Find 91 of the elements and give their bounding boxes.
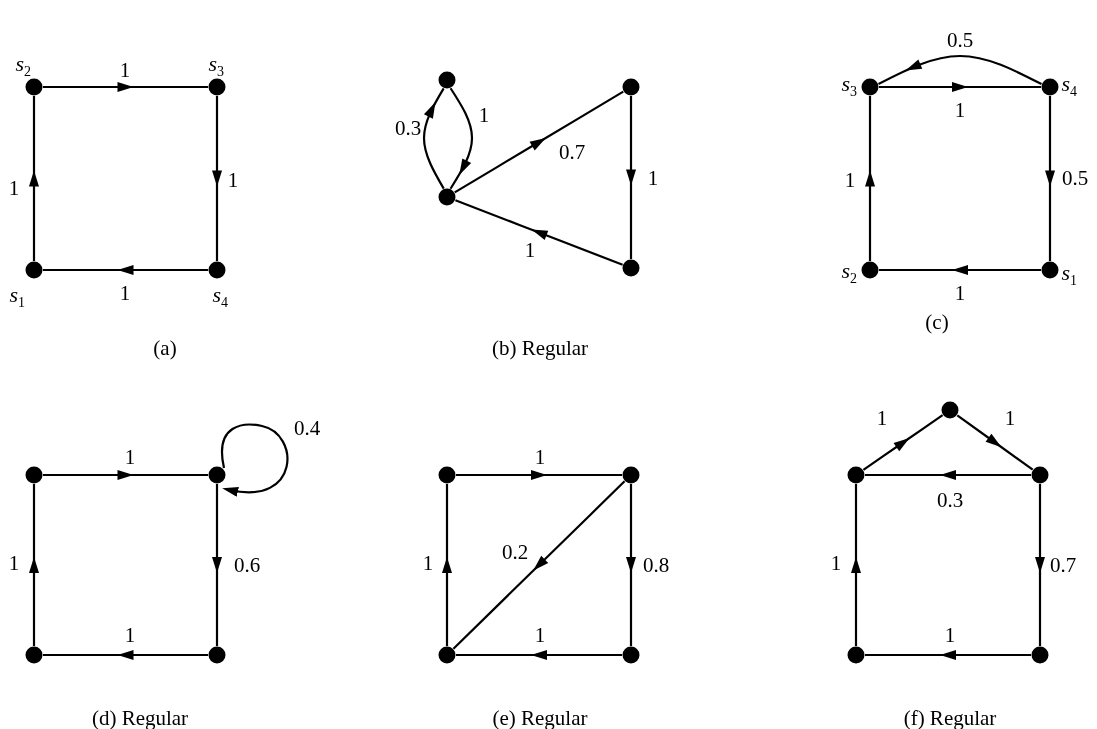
state-dot bbox=[847, 466, 865, 484]
arrow bbox=[626, 96, 636, 259]
state-dot bbox=[438, 188, 456, 206]
state-dot bbox=[25, 646, 43, 664]
arrow bbox=[442, 484, 452, 646]
panel-caption: (b) Regular bbox=[491, 337, 589, 359]
edge-label: 0.3 bbox=[394, 117, 422, 139]
edge-label: 1 bbox=[1004, 407, 1016, 429]
arrow bbox=[956, 414, 1034, 471]
state-label: s$_{1}$ bbox=[9, 283, 26, 310]
edge-label: 1 bbox=[8, 552, 20, 574]
state-dot bbox=[941, 401, 959, 419]
arrow bbox=[449, 87, 474, 190]
edge-label: 0.6 bbox=[233, 554, 261, 576]
edge-label: 0.5 bbox=[946, 29, 974, 51]
arrow bbox=[878, 54, 1042, 86]
edge-label: 0.4 bbox=[293, 417, 321, 439]
arrow bbox=[43, 470, 208, 480]
edge-label: 0.7 bbox=[1049, 554, 1077, 576]
arrow bbox=[879, 82, 1041, 92]
edge-label: 0.3 bbox=[936, 489, 964, 511]
state-dot bbox=[438, 466, 456, 484]
arrow bbox=[1045, 96, 1055, 261]
edge-label: 0.5 bbox=[1061, 167, 1089, 189]
arrow bbox=[43, 265, 208, 275]
arrow bbox=[456, 650, 622, 660]
arrow bbox=[212, 96, 222, 261]
panel-caption: (e) Regular bbox=[492, 707, 588, 729]
edge-label: 1 bbox=[478, 104, 490, 126]
state-label: s$_{2}$ bbox=[841, 259, 858, 286]
state-dot bbox=[1031, 646, 1049, 664]
arrow bbox=[862, 414, 944, 471]
state-dot bbox=[622, 78, 640, 96]
state-dot bbox=[208, 466, 226, 484]
state-label: s$_{3}$ bbox=[208, 52, 225, 79]
edge-label: 1 bbox=[119, 59, 131, 81]
state-dot bbox=[25, 466, 43, 484]
arrow bbox=[452, 480, 626, 650]
arrow bbox=[851, 484, 861, 646]
panel-caption: (c) bbox=[925, 311, 949, 333]
edge-label: 1 bbox=[524, 239, 536, 261]
state-dot bbox=[622, 646, 640, 664]
arrow bbox=[29, 484, 39, 646]
arrow bbox=[212, 484, 222, 646]
panel-caption: (f) Regular bbox=[903, 707, 997, 729]
arrow bbox=[43, 650, 208, 660]
edge-label: 1 bbox=[124, 446, 136, 468]
state-dot bbox=[622, 259, 640, 277]
arrow bbox=[456, 470, 622, 480]
state-dot bbox=[438, 646, 456, 664]
arrow bbox=[1035, 484, 1045, 646]
edge-label: 1 bbox=[227, 169, 239, 191]
arrow bbox=[29, 96, 39, 261]
edge-label: 0.7 bbox=[558, 141, 586, 163]
arrow bbox=[43, 82, 208, 92]
arrow bbox=[879, 265, 1041, 275]
state-dot bbox=[208, 646, 226, 664]
edge-label: 0.2 bbox=[501, 541, 529, 563]
arrow bbox=[865, 650, 1031, 660]
edge-label: 1 bbox=[844, 169, 856, 191]
state-label: s$_{4}$ bbox=[212, 283, 229, 310]
arrow bbox=[626, 484, 636, 646]
arrow bbox=[865, 96, 875, 261]
state-label: s$_{2}$ bbox=[15, 52, 32, 79]
panel-caption: (a) bbox=[153, 337, 177, 359]
edge-label: 1 bbox=[944, 624, 956, 646]
edge-label: 1 bbox=[830, 552, 842, 574]
state-dot bbox=[847, 646, 865, 664]
edge-label: 1 bbox=[422, 552, 434, 574]
state-dot bbox=[438, 71, 456, 89]
arrow bbox=[455, 199, 623, 266]
edge-label: 1 bbox=[954, 282, 966, 304]
edge-label: 1 bbox=[876, 407, 888, 429]
arrow bbox=[865, 470, 1031, 480]
edge-label: 1 bbox=[534, 446, 546, 468]
edge-label: 0.8 bbox=[642, 554, 670, 576]
edge-label: 1 bbox=[647, 167, 659, 189]
state-label: s$_{1}$ bbox=[1061, 261, 1078, 288]
edge-label: 1 bbox=[534, 624, 546, 646]
edge-label: 1 bbox=[124, 624, 136, 646]
state-dot bbox=[622, 466, 640, 484]
edge-label: 1 bbox=[119, 282, 131, 304]
edge-label: 1 bbox=[8, 177, 20, 199]
state-label: s$_{3}$ bbox=[841, 72, 858, 99]
state-label: s$_{4}$ bbox=[1061, 72, 1078, 99]
state-dot bbox=[1031, 466, 1049, 484]
arrow bbox=[221, 423, 289, 497]
arrow bbox=[422, 87, 445, 190]
edge-label: 1 bbox=[954, 99, 966, 121]
panel-caption: (d) Regular bbox=[91, 707, 189, 729]
arrow bbox=[454, 90, 624, 194]
